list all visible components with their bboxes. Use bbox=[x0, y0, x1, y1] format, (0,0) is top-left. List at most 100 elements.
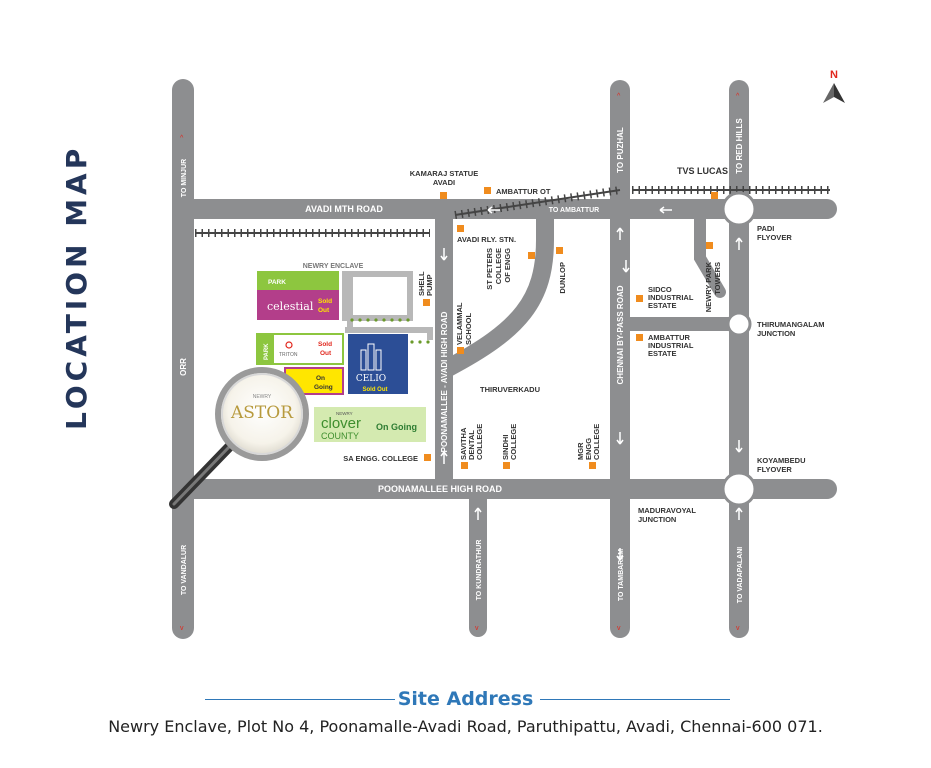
mgr-label-2: ENGG bbox=[584, 438, 593, 460]
ambattur-ie-label: AMBATTUR bbox=[648, 333, 691, 342]
maduravoyal-label-2: JUNCTION bbox=[638, 515, 676, 524]
thirumangalam-junction-icon bbox=[726, 311, 752, 337]
park-strip bbox=[257, 271, 339, 290]
map-canvas: ^ v ^ ^ v v v AVADI MTH ROAD POONAMALLEE HIG… bbox=[169, 69, 845, 639]
svg-text:v: v bbox=[475, 625, 479, 632]
ambattur-link-road bbox=[439, 200, 554, 377]
ambattur-ie-label-3: ESTATE bbox=[648, 349, 676, 358]
triton-sold: Sold bbox=[318, 341, 332, 348]
svg-text:v: v bbox=[180, 625, 184, 632]
newry-park-road bbox=[694, 203, 726, 298]
svg-text:^: ^ bbox=[736, 93, 740, 100]
ambattur-ie-label-2: INDUSTRIAL bbox=[648, 341, 694, 350]
st-peters-label: ST PETERS bbox=[485, 248, 494, 290]
svg-text:v: v bbox=[736, 625, 740, 632]
enclave-label: NEWRY ENCLAVE bbox=[303, 263, 364, 270]
red-markers: ^ v ^ ^ v v v bbox=[180, 93, 740, 632]
sindhi-label: SINDHI bbox=[501, 435, 510, 460]
sidco-label-3: ESTATE bbox=[648, 301, 676, 310]
address-title: Site Address bbox=[397, 688, 534, 710]
to-ambattur-label: TO AMBATTUR bbox=[549, 207, 599, 214]
sidco-label: SIDCO bbox=[648, 285, 672, 294]
address-divider-left bbox=[205, 699, 395, 700]
savitha-label: SAVITHA bbox=[459, 427, 468, 460]
county-label: COUNTY bbox=[321, 431, 359, 441]
roads bbox=[172, 79, 837, 639]
st-peters-label-2: COLLEGE bbox=[494, 248, 503, 284]
savitha-label-2: DENTAL bbox=[467, 430, 476, 460]
to-red-hills-label: TO RED HILLS bbox=[735, 118, 744, 174]
thirumangalam-label-2: JUNCTION bbox=[757, 329, 795, 338]
astor-label: ASTOR bbox=[230, 403, 294, 423]
savitha-label-3: COLLEGE bbox=[475, 424, 484, 460]
triton-out: Out bbox=[320, 350, 332, 357]
koyambedu-label-2: FLYOVER bbox=[757, 465, 792, 474]
avadi-rly-label: AVADI RLY. STN. bbox=[457, 235, 516, 244]
celio-label: CELIO bbox=[356, 374, 386, 384]
to-kundrathur-label: TO KUNDRATHUR bbox=[476, 540, 483, 601]
address-divider-right bbox=[540, 699, 730, 700]
address-text: Newry Enclave, Plot No 4, Poonamalle-Ava… bbox=[108, 717, 823, 736]
newry-enclave-site: NEWRY ENCLAVE PARK celestial Sold Out PA… bbox=[256, 263, 433, 442]
koyambedu-label: KOYAMBEDU bbox=[757, 456, 805, 465]
celestial-block bbox=[257, 290, 339, 320]
celestial-label: celestial bbox=[267, 300, 314, 313]
poonamallee-avadi-road-label: POONAMALLEE - AVADI HIGH ROAD bbox=[440, 311, 449, 452]
svg-text:^: ^ bbox=[617, 93, 621, 100]
north-arrow-icon: N bbox=[823, 69, 845, 103]
kamaraj-label-2: AVADI bbox=[433, 178, 455, 187]
maduravoyal-label: MADURAVOYAL bbox=[638, 506, 696, 515]
to-vandalur-label: TO VANDALUR bbox=[181, 545, 188, 595]
dunlop-label: DUNLOP bbox=[558, 262, 567, 294]
to-tambaram-label: TO TAMBARAM bbox=[618, 549, 625, 601]
poonamallee-high-road-label: POONAMALLEE HIGH ROAD bbox=[378, 484, 503, 494]
to-minjur-label: TO MINJUR bbox=[181, 159, 188, 197]
padi-label-2: FLYOVER bbox=[757, 233, 792, 242]
park-label: PARK bbox=[268, 279, 286, 286]
clover-on-going: On Going bbox=[376, 422, 417, 432]
chennai-bypass-road-label: CHENNAI BY-PASS ROAD bbox=[616, 285, 625, 384]
clover-newry: NEWRY bbox=[336, 411, 353, 416]
sindhi-label-2: COLLEGE bbox=[509, 424, 518, 460]
svg-text:N: N bbox=[830, 69, 838, 81]
padi-label: PADI bbox=[757, 224, 774, 233]
mgr-label-3: COLLEGE bbox=[592, 424, 601, 460]
celestial-sold: Sold bbox=[318, 298, 332, 305]
celestial-out: Out bbox=[318, 307, 330, 314]
newry-park-label-2: TOWERS bbox=[713, 262, 722, 295]
sidco-label-2: INDUSTRIAL bbox=[648, 293, 694, 302]
velammal-label: VELAMMAL bbox=[455, 302, 464, 345]
shell-label-2: PUMP bbox=[425, 274, 434, 296]
thirumangalam-label: THIRUMANGALAM bbox=[757, 320, 825, 329]
avadi-mth-road-label: AVADI MTH ROAD bbox=[305, 204, 383, 214]
ongoing-going: Going bbox=[314, 384, 333, 391]
ambattur-ot-label: AMBATTUR OT bbox=[496, 187, 551, 196]
celio-block bbox=[348, 334, 408, 394]
triton-label: TRITON bbox=[279, 352, 298, 358]
st-peters-label-3: OF ENGG bbox=[503, 248, 512, 283]
ongoing-on: On bbox=[316, 375, 325, 382]
astor-magnifier-icon: NEWRY ASTOR bbox=[169, 367, 309, 509]
to-puzhal-label: TO PUZHAL bbox=[616, 127, 625, 173]
triton-park-label: PARK bbox=[264, 343, 270, 360]
sa-engg-label: SA ENGG. COLLEGE bbox=[343, 454, 418, 463]
astor-newry: NEWRY bbox=[253, 394, 272, 400]
thiruverkadu-label: THIRUVERKADU bbox=[480, 385, 540, 394]
tvs-lucas-label: TVS LUCAS bbox=[677, 166, 728, 176]
padi-flyover-icon bbox=[721, 191, 757, 227]
railway bbox=[195, 186, 830, 237]
newry-park-label: NEWRY PARK bbox=[704, 261, 713, 312]
shell-label: SHELL bbox=[417, 271, 426, 296]
mgr-label: MGR bbox=[576, 442, 585, 460]
orr-label: ORR bbox=[179, 358, 188, 376]
road-arrows bbox=[440, 206, 743, 561]
kamaraj-label: KAMARAJ STATUE bbox=[410, 169, 478, 178]
clover-label: clover bbox=[321, 415, 361, 432]
to-vadapalani-label: TO VADAPALANI bbox=[737, 547, 744, 603]
svg-text:^: ^ bbox=[180, 135, 184, 142]
svg-text:v: v bbox=[617, 625, 621, 632]
koyambedu-flyover-icon bbox=[721, 471, 757, 507]
celio-sold-out: Sold Out bbox=[363, 387, 388, 393]
clover-block bbox=[314, 407, 426, 442]
